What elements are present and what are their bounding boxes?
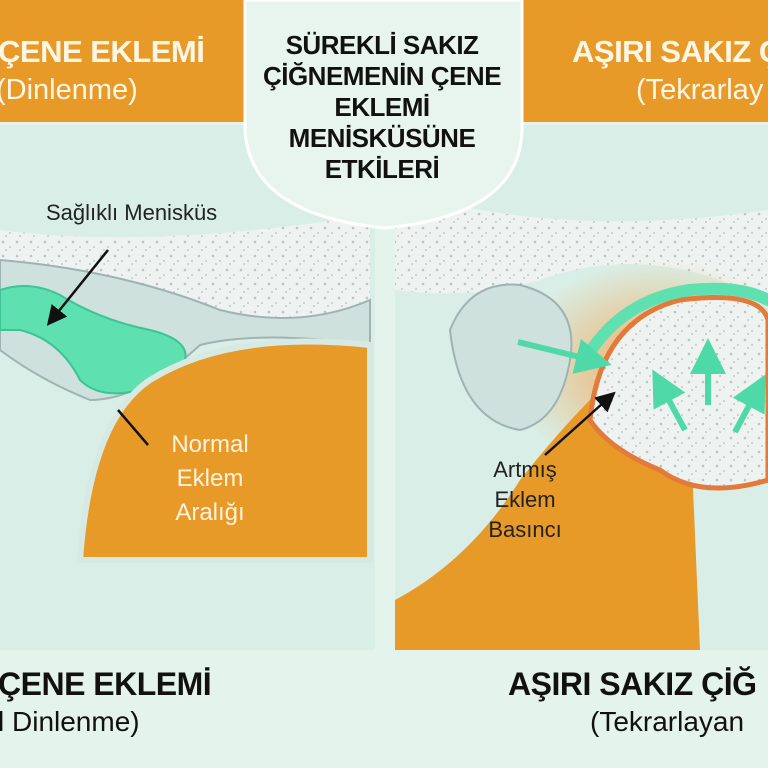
- label-normal-joint-space: Normal Eklem Aralığı: [171, 431, 249, 526]
- title-shield: [243, 0, 524, 230]
- left-header-title: ÇENE EKLEMİ: [0, 34, 205, 69]
- right-footer-subtitle: (Tekrarlayan: [590, 706, 745, 737]
- label-healthy-meniscus: Sağlıklı Menisküs: [46, 200, 218, 225]
- left-footer-subtitle: l Dinlenme): [0, 706, 140, 737]
- page-title: SÜREKLİ SAKIZ ÇİĞNEMENİN ÇENE EKLEMİ MEN…: [262, 30, 502, 184]
- right-joint-illustration: [395, 125, 768, 650]
- right-header-title: AŞIRI SAKIZ Ç: [572, 34, 768, 69]
- left-joint-illustration: [0, 125, 375, 650]
- condyle: [76, 338, 373, 563]
- right-header-band: [510, 0, 768, 122]
- right-footer-title: AŞIRI SAKIZ ÇİĞ: [508, 666, 757, 702]
- compressed-meniscus: [579, 282, 768, 366]
- left-header-band: [0, 0, 260, 122]
- right-header-subtitle: (Tekrarlay: [636, 74, 764, 106]
- left-footer-title: ÇENE EKLEMİ: [0, 666, 212, 702]
- label-increased-pressure: Artmış Eklem Basıncı: [488, 457, 562, 542]
- left-header-subtitle: (Dinlenme): [0, 74, 138, 106]
